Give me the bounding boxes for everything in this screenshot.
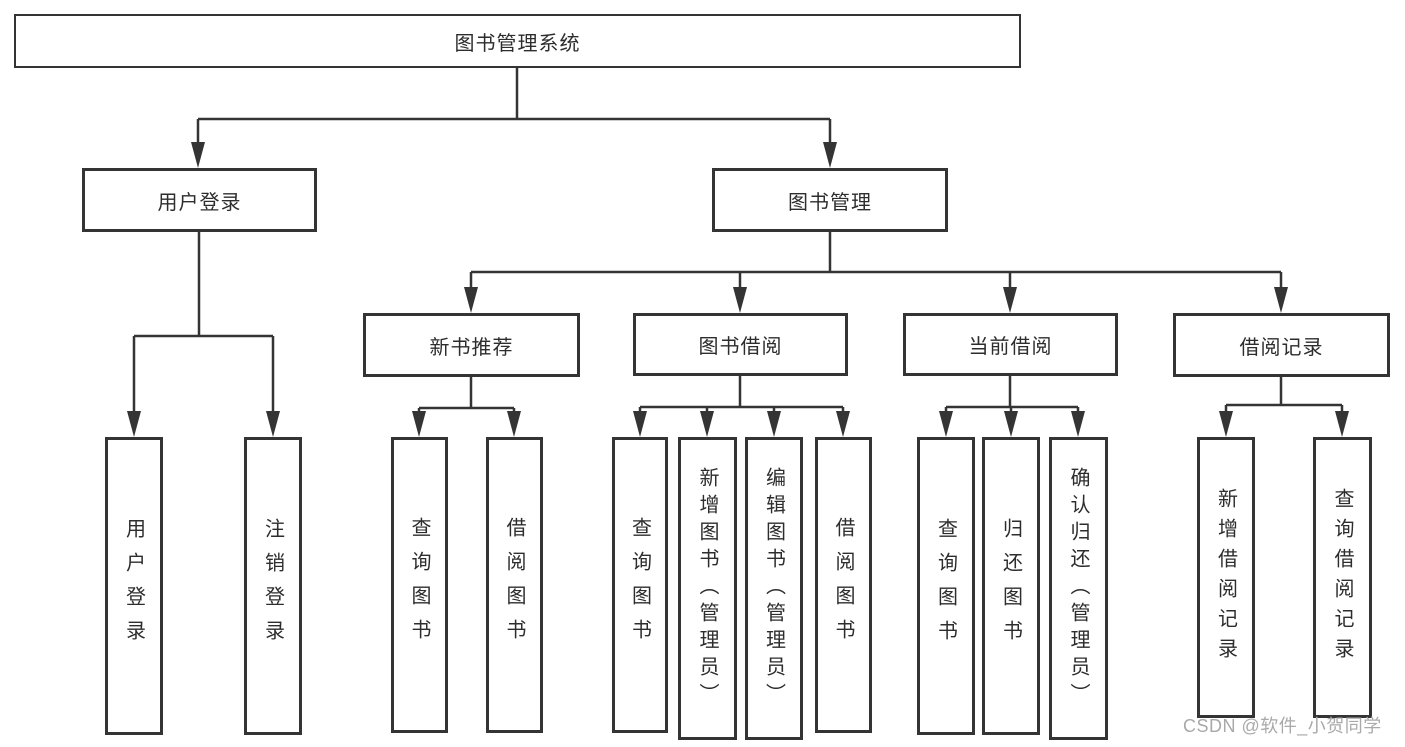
node-label: 图书管理系统 [454,32,581,55]
leaf-add-borrow-record: 新增借阅记录 [1197,437,1255,718]
leaf-label: 查询借阅记录 [1331,487,1353,668]
leaf-borrow-books: 借阅图书 [815,437,872,733]
leaf-label: 编辑图书（管理员） [762,467,785,710]
leaf-label: 借阅图书 [832,517,854,653]
leaf-label: 借阅图书 [503,517,525,653]
node-user-login: 用户登录 [82,168,317,232]
node-label: 用户登录 [157,191,242,214]
leaf-confirm-return-admin: 确认归还（管理员） [1049,437,1108,740]
node-current-borrowing: 当前借阅 [903,313,1118,376]
leaf-logout: 注销登录 [244,437,302,735]
node-label: 借阅记录 [1239,336,1324,359]
node-library-management-system: 图书管理系统 [14,14,1021,68]
leaf-query-books-rec: 查询图书 [391,437,448,733]
leaf-query-books-current: 查询图书 [917,437,975,735]
leaf-label: 新增图书（管理员） [696,467,718,710]
node-borrowing-records: 借阅记录 [1173,313,1390,377]
node-new-book-recommendation: 新书推荐 [363,313,580,377]
leaf-query-books-borrow: 查询图书 [612,437,668,733]
leaf-query-borrow-record: 查询借阅记录 [1313,437,1372,718]
leaf-borrow-books-rec: 借阅图书 [486,437,543,733]
leaf-label: 查询图书 [408,517,430,653]
node-label: 当前借阅 [968,336,1053,358]
leaf-edit-books-admin: 编辑图书（管理员） [745,437,803,740]
leaf-add-books-admin: 新增图书（管理员） [678,437,737,740]
leaf-label: 确认归还（管理员） [1067,467,1089,710]
leaf-return-books: 归还图书 [982,437,1040,735]
leaf-label: 查询图书 [628,517,651,653]
leaf-label: 查询图书 [934,518,957,654]
csdn-watermark: CSDN @软件_小贺同学 [1183,716,1382,736]
node-label: 图书管理 [788,191,872,214]
leaf-user-login: 用户登录 [105,437,163,735]
leaf-label: 注销登录 [261,518,284,654]
leaf-label: 用户登录 [122,518,145,654]
node-label: 图书借阅 [698,336,783,358]
leaf-label: 归还图书 [999,518,1022,654]
node-book-borrowing: 图书借阅 [633,313,848,376]
node-book-management: 图书管理 [712,168,948,232]
node-label: 新书推荐 [429,336,514,359]
leaf-label: 新增借阅记录 [1214,487,1237,668]
